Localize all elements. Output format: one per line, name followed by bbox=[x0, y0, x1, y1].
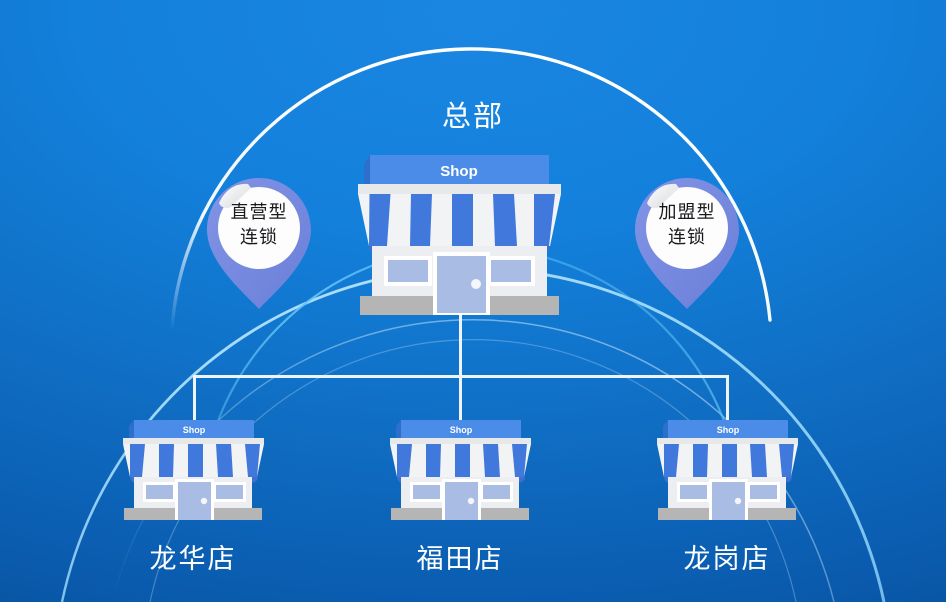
map-pin-icon bbox=[207, 178, 311, 309]
shop-window-left bbox=[680, 485, 707, 499]
shop-signboard bbox=[668, 420, 788, 438]
chain-type-pin-franchise[interactable]: 加盟型 连锁 bbox=[635, 178, 739, 310]
shop-signboard bbox=[401, 420, 521, 438]
shop-sign-text: Shop bbox=[450, 425, 473, 435]
shop-sign-text: Shop bbox=[183, 425, 206, 435]
branch-label-longhua: 龙华店 bbox=[149, 544, 237, 574]
shop-window-left bbox=[413, 485, 440, 499]
shop-signboard bbox=[134, 420, 254, 438]
connector-branch-right bbox=[726, 375, 729, 427]
shop-signboard bbox=[370, 155, 549, 184]
shop-window-left bbox=[146, 485, 173, 499]
shop-window-right bbox=[216, 485, 243, 499]
headquarters-shop-illustration[interactable]: Shop bbox=[352, 150, 567, 320]
chain-type-label-franchise: 加盟型 连锁 bbox=[658, 202, 716, 247]
door-knob-icon bbox=[471, 279, 481, 289]
shop-window-left bbox=[388, 260, 428, 282]
branch-label-futian: 福田店 bbox=[416, 544, 504, 574]
branch-shop-longgang[interactable]: Shop bbox=[652, 418, 802, 522]
shop-sign-text: Shop bbox=[717, 425, 740, 435]
branch-shop-futian[interactable]: Shop bbox=[385, 418, 535, 522]
door-knob-icon bbox=[200, 497, 208, 505]
shop-window-right bbox=[483, 485, 510, 499]
shop-window-right bbox=[491, 260, 531, 282]
branch-label-longgang: 龙岗店 bbox=[683, 544, 771, 574]
branch-shop-longhua[interactable]: Shop bbox=[118, 418, 268, 522]
headquarters-title: 总部 bbox=[441, 101, 504, 133]
map-pin-icon bbox=[635, 178, 739, 309]
chain-type-label-direct: 直营型 连锁 bbox=[230, 202, 288, 247]
shop-sign-text: Shop bbox=[440, 163, 478, 180]
connector-branch-mid bbox=[459, 375, 462, 427]
connector-branch-left bbox=[193, 375, 196, 427]
door-knob-icon bbox=[467, 497, 475, 505]
chain-type-pin-direct[interactable]: 直营型 连锁 bbox=[207, 178, 311, 310]
door-knob-icon bbox=[734, 497, 742, 505]
shop-window-right bbox=[750, 485, 777, 499]
connector-trunk bbox=[459, 296, 462, 378]
